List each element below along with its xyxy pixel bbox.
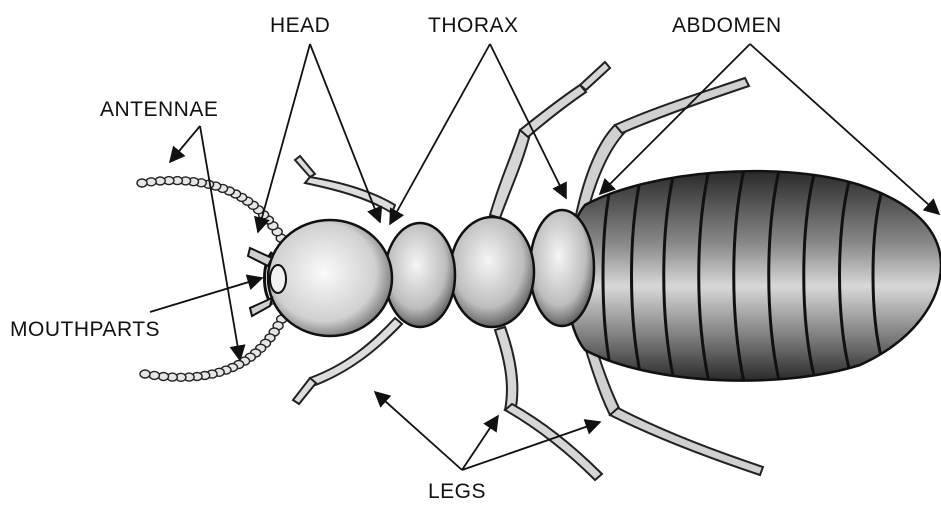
label-mouthparts: MOUTHPARTS [10,318,160,341]
antenna-segment [137,179,147,187]
thorax-body [385,210,594,327]
label-thorax: THORAX [428,14,519,37]
antenna-segment [159,373,169,381]
abdomen-body [566,165,941,387]
antenna-lower [140,308,290,381]
label-abdomen: ABDOMEN [672,14,782,37]
antenna-segment [149,371,159,379]
label-antennae: ANTENNAE [100,98,218,121]
antenna-segment [146,178,156,186]
antenna-segment [140,370,150,378]
label-legs: LEGS [428,480,486,503]
leg-front-upper [295,156,395,213]
antenna-upper [137,177,290,249]
label-head: HEAD [270,14,330,37]
